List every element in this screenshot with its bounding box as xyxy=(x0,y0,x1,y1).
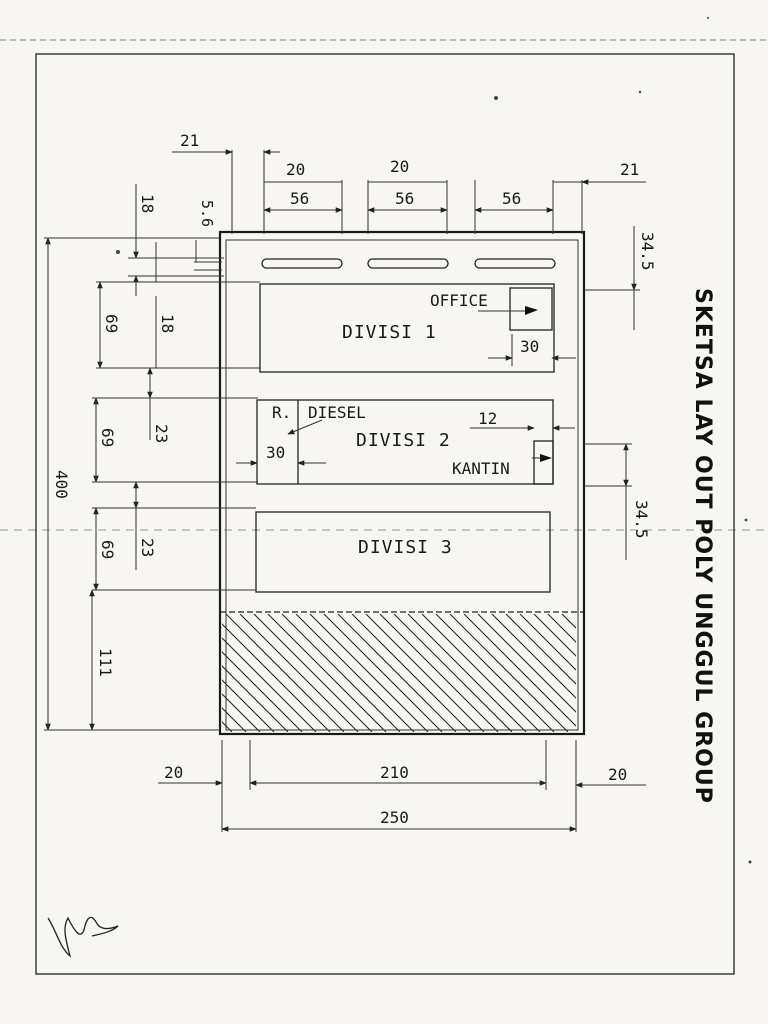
hatch-line xyxy=(421,614,541,732)
hatch-line xyxy=(533,614,576,657)
hatch-line xyxy=(222,651,303,732)
divisi-2-label: DIVISI 2 xyxy=(356,430,451,451)
hatch-line xyxy=(239,614,359,732)
hatch-line xyxy=(716,614,768,732)
hatch-line xyxy=(222,665,289,732)
hatch-line xyxy=(309,614,429,732)
dim-top-20-right: 20 xyxy=(390,157,409,176)
hatch-line xyxy=(519,614,576,671)
room-divisi-2: R. DIESEL 30 DIVISI 2 KANTIN 12 xyxy=(236,399,575,485)
dim-top-56-a: 56 xyxy=(290,189,309,208)
signature xyxy=(47,916,119,958)
diesel-room-r-label: R. xyxy=(272,403,291,422)
building-outline xyxy=(218,230,586,736)
hatch-line xyxy=(547,614,576,643)
dim-top-56-b: 56 xyxy=(395,189,414,208)
hatch-line xyxy=(225,614,345,732)
dim-left-111: 111 xyxy=(96,648,115,677)
hatch-line xyxy=(393,614,513,732)
hatch-line xyxy=(351,614,471,732)
hatch-line xyxy=(618,614,736,732)
kantin-label: KANTIN xyxy=(452,459,510,478)
hatch-line xyxy=(222,693,261,732)
hatch-line xyxy=(267,614,387,732)
dim-bottom-250: 250 xyxy=(380,808,409,827)
hatch-line xyxy=(463,614,576,727)
dim-left-5-6: 5.6 xyxy=(198,200,216,227)
hatch-line xyxy=(435,614,555,732)
office-box xyxy=(509,287,553,331)
dim-left-23-b: 23 xyxy=(138,538,157,557)
room-divisi-1: DIVISI 1 OFFICE 30 xyxy=(259,283,576,373)
office-label: OFFICE xyxy=(430,291,488,310)
hatch-line xyxy=(449,614,569,732)
kantin-width-12: 12 xyxy=(478,409,497,428)
left-dimensions: 400 18 5.6 69 18 69 23 69 23 111 xyxy=(44,184,260,731)
dim-left-18-b: 18 xyxy=(158,314,177,333)
dim-top-56-c: 56 xyxy=(502,189,521,208)
room-divisi-3: DIVISI 3 xyxy=(255,511,551,593)
top-dimensions: 21 20 20 21 56 56 56 xyxy=(172,131,646,234)
hatch-line xyxy=(575,614,576,615)
hatch-line xyxy=(491,614,576,699)
dim-left-400: 400 xyxy=(52,470,71,499)
hatch-line xyxy=(505,614,576,685)
hatch-line xyxy=(477,614,576,713)
dim-bottom-20-right: 20 xyxy=(608,765,627,784)
hatch-line xyxy=(323,614,443,732)
dim-left-69-a: 69 xyxy=(102,314,121,333)
hatch-line xyxy=(365,614,485,732)
dim-left-18-top: 18 xyxy=(138,194,157,213)
dim-bottom-20-left: 20 xyxy=(164,763,183,782)
hatch-line xyxy=(281,614,401,732)
dim-bottom-210: 210 xyxy=(380,763,409,782)
hatch-line xyxy=(295,614,415,732)
hatch-line xyxy=(222,721,233,732)
dim-left-69-b: 69 xyxy=(98,428,117,447)
dim-top-21-left: 21 xyxy=(180,131,199,150)
hatch-line xyxy=(222,623,331,732)
scan-specks xyxy=(116,17,752,864)
office-width-30: 30 xyxy=(520,337,539,356)
kantin-box xyxy=(533,440,554,485)
roof-vents xyxy=(261,258,556,269)
drawing-title: SKETSA LAY OUT POLY UNGGUL GROUP xyxy=(690,288,715,804)
hatch-line xyxy=(253,614,373,732)
hatch-line xyxy=(561,614,576,629)
hatched-area xyxy=(100,614,768,732)
hatch-line xyxy=(379,614,499,732)
bottom-dimensions: 20 210 20 250 xyxy=(158,740,646,832)
hatch-line xyxy=(674,614,768,732)
dim-right-34-5-bottom: 34.5 xyxy=(632,500,651,539)
hatch-line xyxy=(100,614,218,732)
sheet-border xyxy=(0,39,768,975)
divisi-1-label: DIVISI 1 xyxy=(342,322,437,343)
dim-left-69-c: 69 xyxy=(98,540,117,559)
right-dimensions: 34.5 34.5 xyxy=(584,226,657,560)
diesel-room-label: DIESEL xyxy=(308,403,366,422)
diesel-width-30: 30 xyxy=(266,443,285,462)
dim-top-20-left: 20 xyxy=(286,160,305,179)
hatch-line xyxy=(407,614,527,732)
dim-top-21-right: 21 xyxy=(620,160,639,179)
dim-left-23-a: 23 xyxy=(152,424,171,443)
hatch-line xyxy=(222,679,275,732)
divisi-3-label: DIVISI 3 xyxy=(358,537,453,558)
hatch-line xyxy=(222,637,317,732)
hatch-line xyxy=(337,614,457,732)
dim-right-34-5-top: 34.5 xyxy=(638,232,657,271)
hatch-line xyxy=(222,707,247,732)
